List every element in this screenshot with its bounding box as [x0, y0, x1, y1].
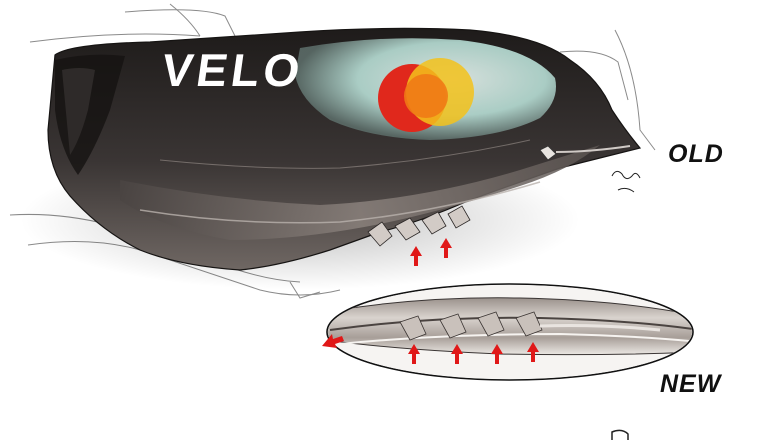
arrow-icon: [410, 246, 422, 266]
old-floor-view: [9, 3, 656, 299]
arrow-icon: [322, 334, 344, 348]
livery-text: VELO: [159, 44, 307, 96]
artist-signature: [611, 170, 641, 193]
old-arrows: [410, 238, 452, 266]
corner-mark: [611, 429, 629, 440]
new-floor-view: [322, 283, 694, 381]
arrow-icon: [527, 342, 539, 362]
new-label: NEW: [660, 370, 722, 398]
old-label: OLD: [668, 140, 724, 168]
arrow-icon: [491, 344, 503, 364]
arrow-icon: [440, 238, 452, 258]
arrow-icon: [451, 344, 463, 364]
new-arrows: [322, 334, 539, 364]
arrow-icon: [408, 344, 420, 364]
